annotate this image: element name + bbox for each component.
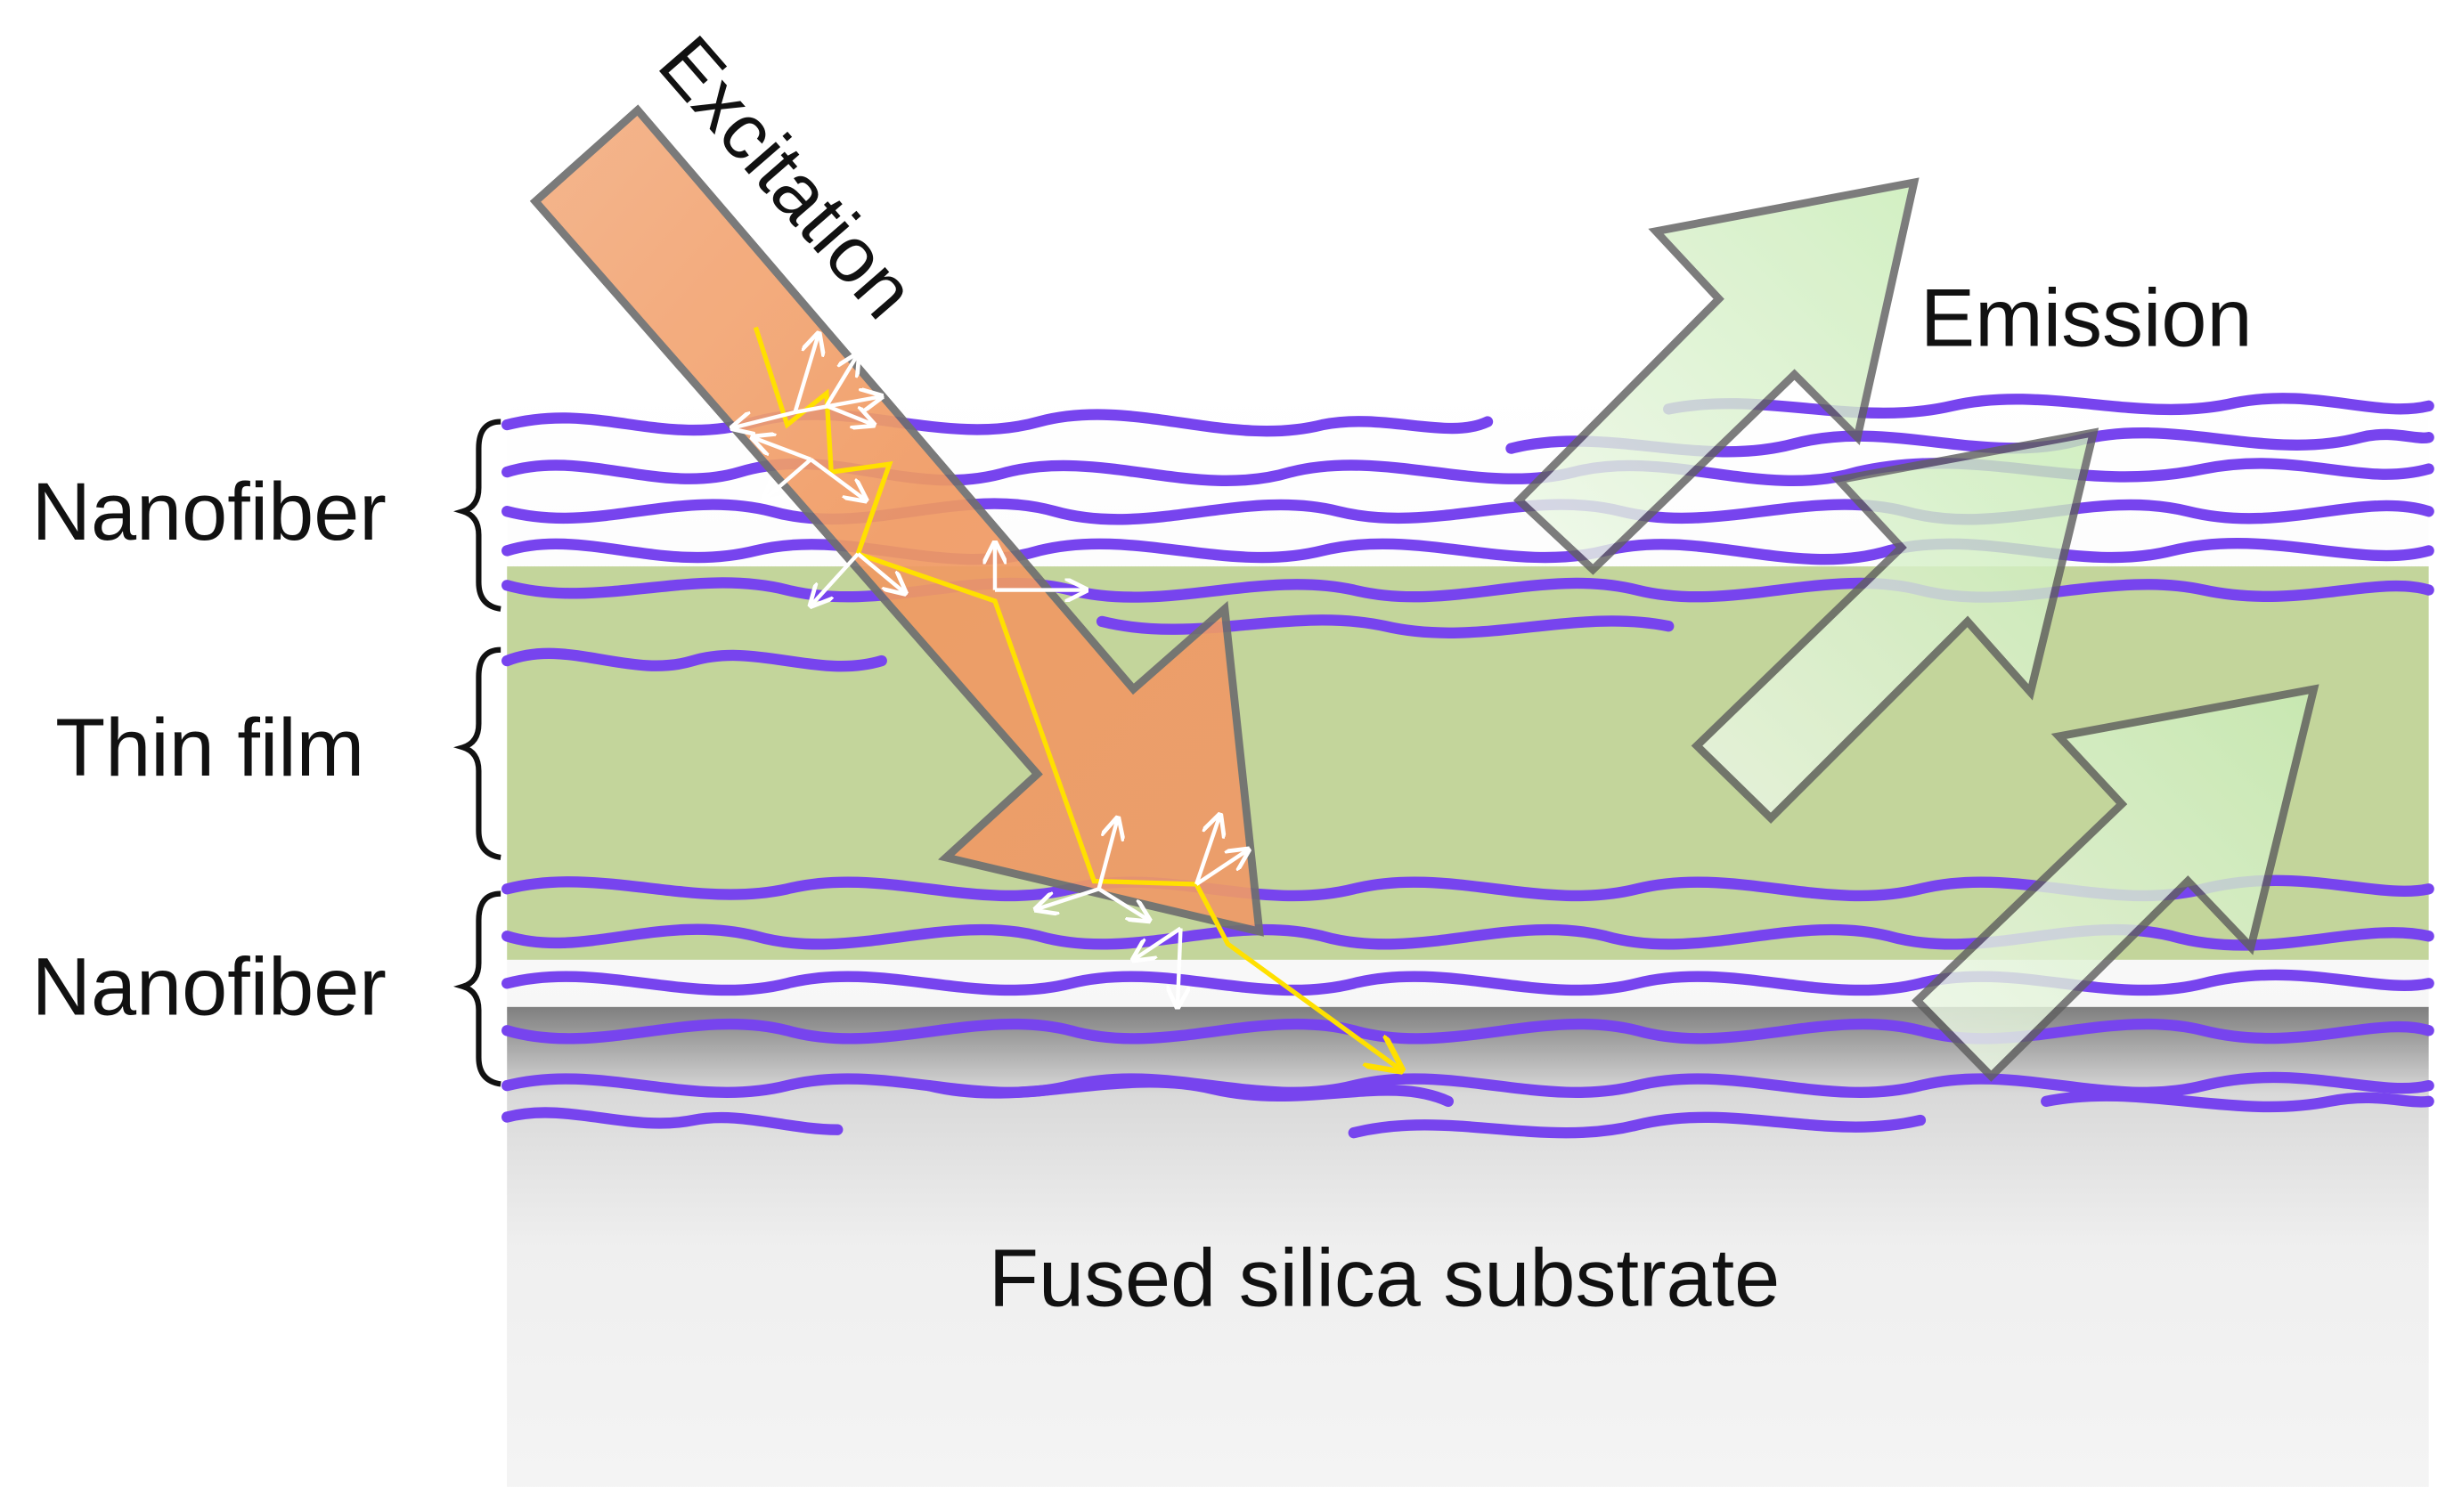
label-emission: Emission [1920,273,2253,364]
brace-nanofiber-bottom [453,890,501,1087]
label-nanofiber-bottom: Nanofiber [32,942,387,1033]
label-nanofiber-top: Nanofiber [32,467,387,557]
brace-thin-film [453,646,501,861]
brace-nanofiber-top [453,419,501,612]
emission-arrow-3 [1912,684,2319,1082]
nanofiber-layer-bottom [501,874,2434,1139]
label-substrate: Fused silica substrate [989,1233,1780,1324]
emission-arrow-2 [1691,427,2099,825]
scatter-arrows [732,334,1249,1007]
label-thin-film: Thin film [55,703,364,793]
excitation-arrow [529,104,1264,937]
emission-arrow-1 [1513,177,1920,575]
